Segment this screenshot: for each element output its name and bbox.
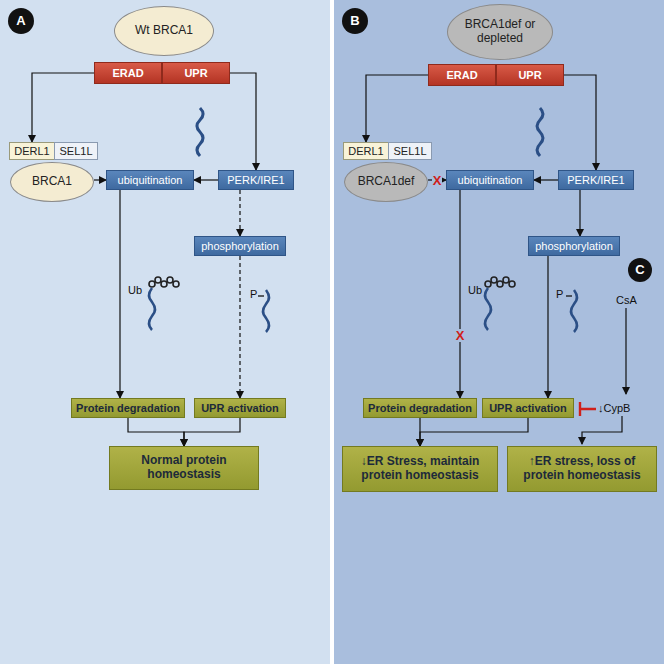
pathway-box: UPR bbox=[496, 64, 564, 86]
connector bbox=[459, 190, 460, 398]
node-text: phosphorylation bbox=[535, 240, 613, 253]
outcome-box: UPR activation bbox=[194, 398, 286, 418]
connector bbox=[564, 75, 596, 170]
annotation-label: CsA bbox=[616, 294, 637, 306]
result-box: ↑ER stress, loss of protein homeostasis bbox=[507, 446, 657, 492]
connector bbox=[239, 190, 240, 236]
block-mark: X bbox=[455, 329, 466, 342]
process-box: ubiquitination bbox=[446, 170, 534, 190]
node-text: ↓ER Stress, maintain protein homeostasis bbox=[349, 455, 491, 483]
annotation-label: P bbox=[556, 288, 563, 300]
process-box: PERK/IRE1 bbox=[558, 170, 634, 190]
node-text: phosphorylation bbox=[201, 240, 279, 253]
bracket-line bbox=[582, 416, 622, 444]
inhibition-bar bbox=[580, 402, 596, 416]
protein-ellipse: BRCA1 bbox=[10, 162, 94, 202]
outcome-box: UPR activation bbox=[482, 398, 574, 418]
node-text: ↑ER stress, loss of protein homeostasis bbox=[514, 455, 650, 483]
csa-arrow bbox=[625, 308, 626, 394]
annotation-label: Ub bbox=[468, 284, 482, 296]
node-text: A bbox=[16, 14, 25, 29]
panel-a bbox=[0, 0, 330, 664]
pathway-box: ERAD bbox=[94, 62, 162, 84]
panel-letter: A bbox=[8, 8, 34, 34]
protein-ellipse: Wt BRCA1 bbox=[114, 6, 214, 56]
node-text: DERL1 bbox=[348, 145, 383, 158]
protein-box: DERL1 bbox=[9, 142, 55, 160]
node-text: ERAD bbox=[112, 67, 143, 80]
outcome-box: Protein degradation bbox=[363, 398, 477, 418]
pathway-box: UPR bbox=[162, 62, 230, 84]
block-mark: X bbox=[432, 174, 443, 187]
connector bbox=[230, 73, 256, 170]
connector bbox=[239, 256, 240, 398]
protein-ellipse: BRCA1def bbox=[344, 162, 428, 202]
connector bbox=[128, 418, 184, 446]
annotation-label: Ub bbox=[128, 284, 142, 296]
connector bbox=[32, 73, 94, 142]
connector bbox=[579, 190, 580, 236]
node-text: Protein degradation bbox=[76, 402, 180, 415]
connector bbox=[119, 190, 120, 398]
node-text: DERL1 bbox=[14, 145, 49, 158]
node-text: BRCA1def or depleted bbox=[462, 18, 538, 46]
outcome-box: Protein degradation bbox=[71, 398, 185, 418]
protein-box: SEL1L bbox=[388, 142, 432, 160]
protein-ellipse: BRCA1def or depleted bbox=[447, 4, 553, 60]
connector bbox=[366, 75, 428, 142]
node-text: ERAD bbox=[446, 69, 477, 82]
node-text: UPR bbox=[184, 67, 207, 80]
node-text: Normal protein homeostasis bbox=[116, 454, 252, 482]
result-box: Normal protein homeostasis bbox=[109, 446, 259, 490]
node-text: SEL1L bbox=[59, 145, 92, 158]
node-text: SEL1L bbox=[393, 145, 426, 158]
panel-b bbox=[334, 0, 664, 664]
connector bbox=[547, 256, 548, 398]
panel-letter: C bbox=[628, 258, 652, 282]
pathway-box: ERAD bbox=[428, 64, 496, 86]
protein-wave bbox=[197, 108, 203, 156]
connector bbox=[420, 418, 528, 446]
protein-wave bbox=[537, 108, 543, 156]
connector bbox=[194, 179, 218, 180]
panel-letter: B bbox=[342, 8, 368, 34]
protein-box: SEL1L bbox=[54, 142, 98, 160]
node-text: C bbox=[635, 263, 644, 278]
node-text: PERK/IRE1 bbox=[567, 174, 624, 187]
process-box: phosphorylation bbox=[528, 236, 620, 256]
annotation-label: ↓CypB bbox=[598, 402, 630, 414]
node-text: UPR activation bbox=[489, 402, 567, 415]
process-box: phosphorylation bbox=[194, 236, 286, 256]
node-text: BRCA1 bbox=[32, 175, 72, 189]
process-box: ubiquitination bbox=[106, 170, 194, 190]
node-text: Wt BRCA1 bbox=[135, 24, 193, 38]
node-text: Protein degradation bbox=[368, 402, 472, 415]
node-text: B bbox=[350, 14, 359, 29]
annotation-label: P bbox=[250, 288, 257, 300]
node-text: ubiquitination bbox=[118, 174, 183, 187]
node-text: UPR bbox=[518, 69, 541, 82]
node-text: UPR activation bbox=[201, 402, 279, 415]
protein-box: DERL1 bbox=[343, 142, 389, 160]
connector bbox=[534, 179, 558, 180]
node-text: ubiquitination bbox=[458, 174, 523, 187]
connector bbox=[94, 179, 106, 180]
phospho-protein bbox=[258, 290, 577, 332]
node-text: BRCA1def bbox=[358, 175, 415, 189]
connector bbox=[184, 418, 240, 446]
node-text: PERK/IRE1 bbox=[227, 174, 284, 187]
result-box: ↓ER Stress, maintain protein homeostasis bbox=[342, 446, 498, 492]
process-box: PERK/IRE1 bbox=[218, 170, 294, 190]
